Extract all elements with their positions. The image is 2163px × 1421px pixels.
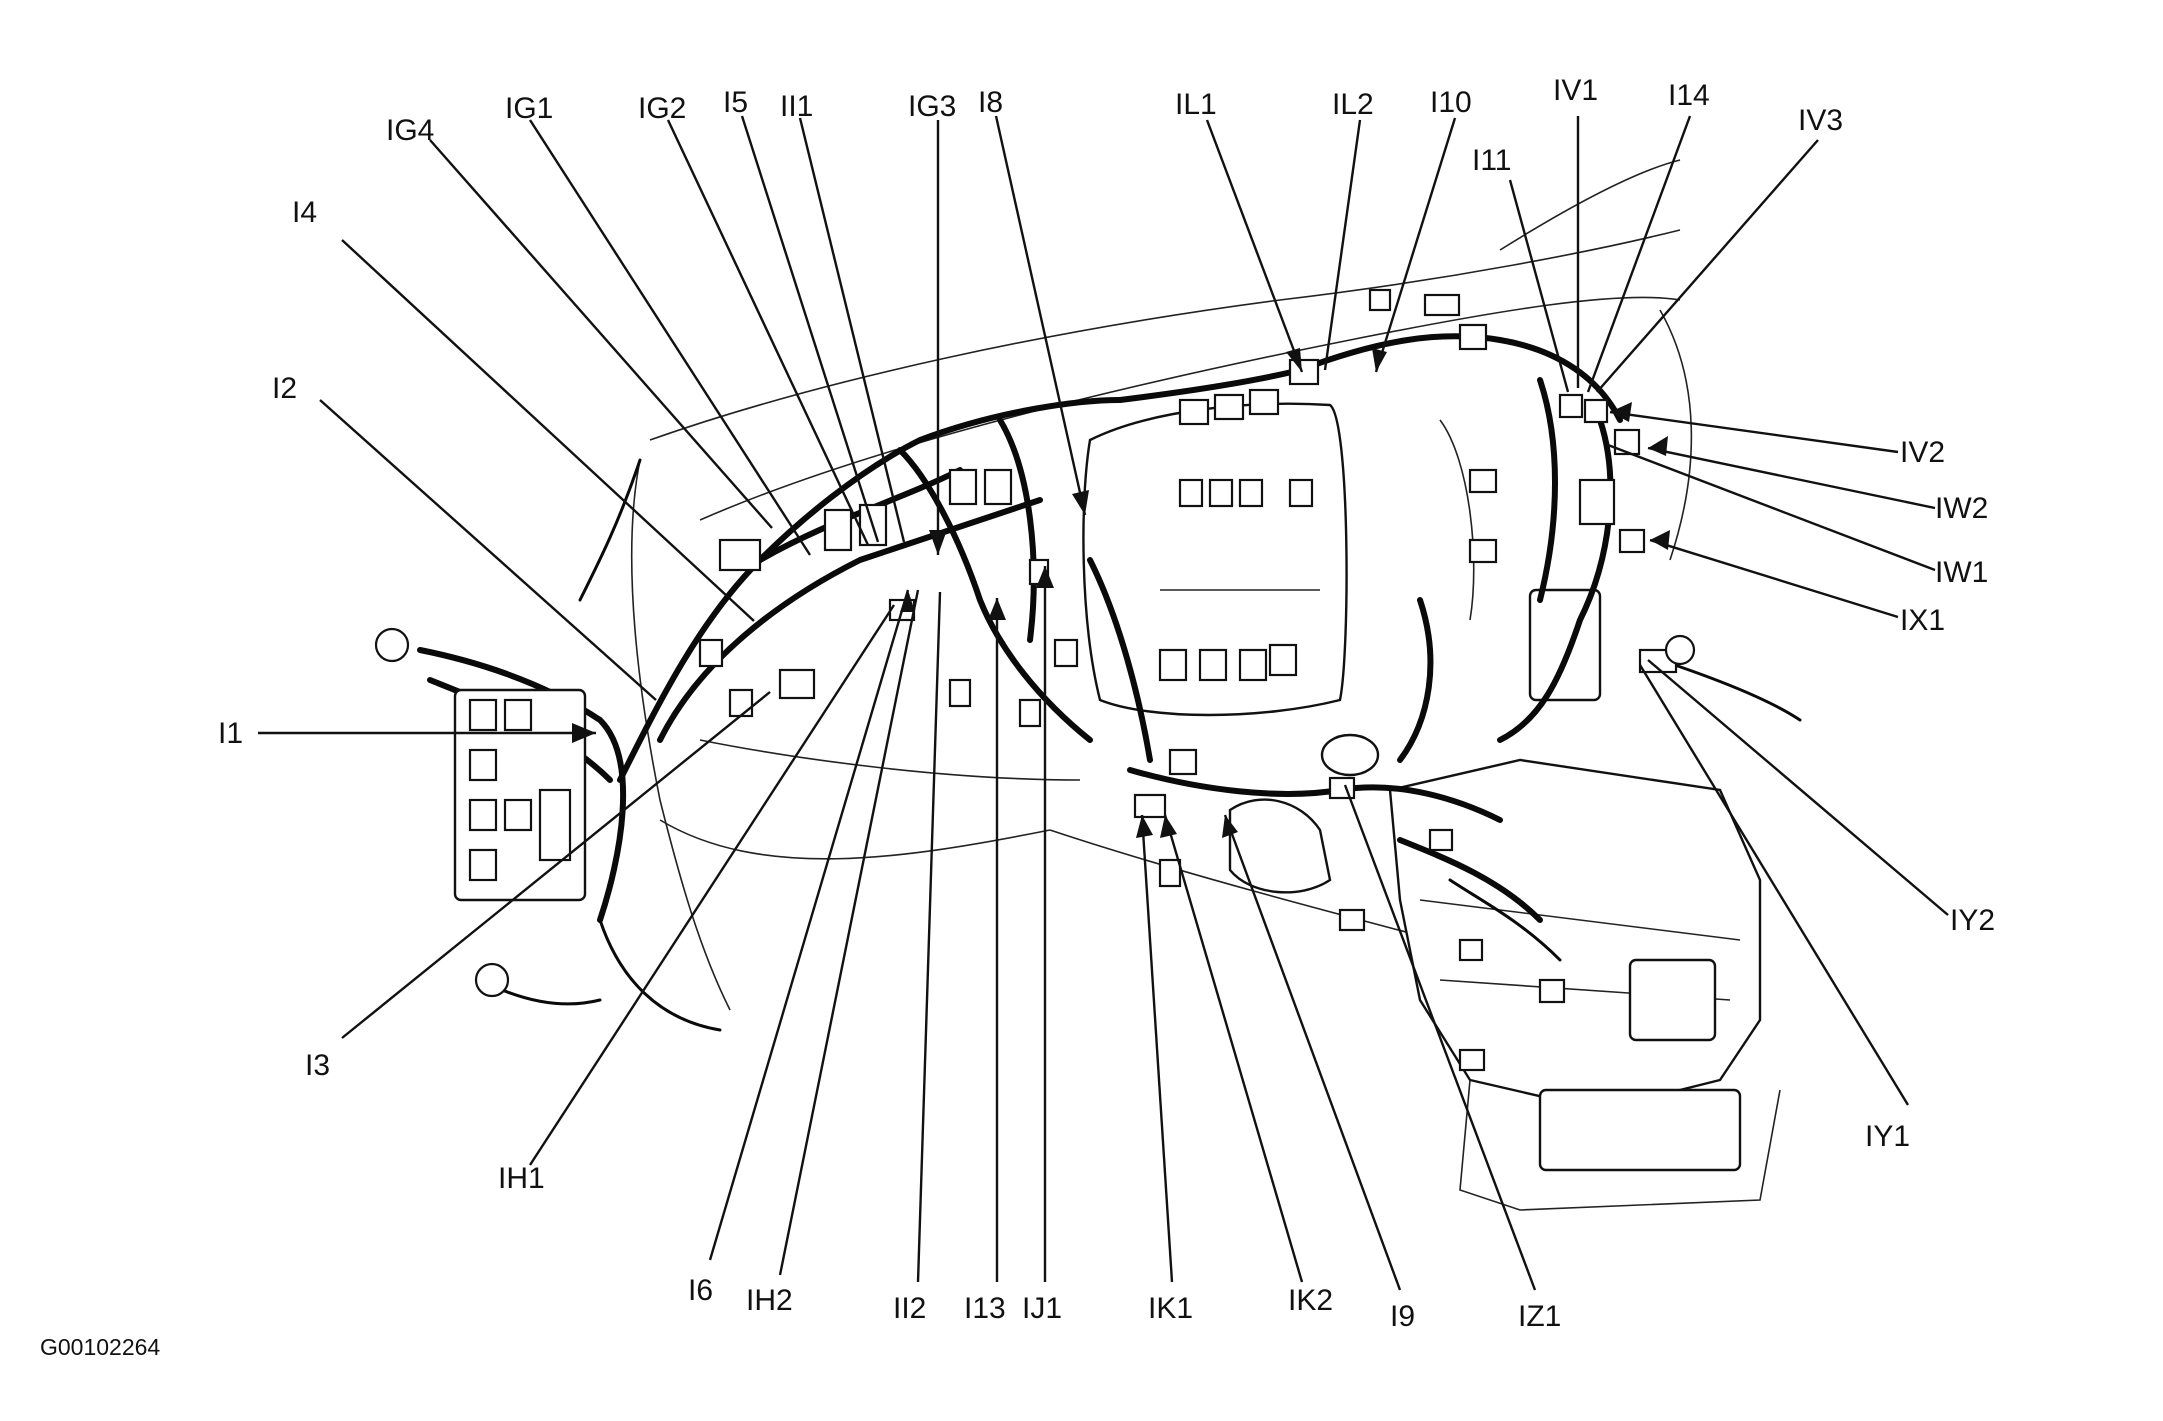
- vehicle-body-outline: [630, 159, 1781, 1211]
- leader-lines: [258, 115, 1949, 1291]
- label-IG1: IG1: [505, 92, 553, 125]
- label-IW2: IW2: [1935, 492, 1988, 525]
- label-I6: I6: [688, 1274, 713, 1307]
- label-IK1: IK1: [1148, 1292, 1193, 1325]
- connector-blocks: [374, 288, 1696, 1072]
- label-I9: I9: [1390, 1300, 1415, 1333]
- arrowheads: [572, 348, 1670, 838]
- connector-labels: IG4 IG1 IG2 I5 II1 IG3 I8 IL1 IL2 I10 I1…: [40, 74, 1995, 1360]
- label-I5: I5: [723, 86, 748, 119]
- label-IV1: IV1: [1553, 74, 1598, 107]
- figure-id: G00102264: [40, 1334, 160, 1360]
- label-IZ1: IZ1: [1518, 1300, 1561, 1333]
- label-IX1: IX1: [1900, 604, 1945, 637]
- label-IL1: IL1: [1175, 88, 1217, 121]
- label-IV3: IV3: [1798, 104, 1843, 137]
- label-IG2: IG2: [638, 92, 686, 125]
- label-IV2: IV2: [1900, 436, 1945, 469]
- instrument-panel: [1082, 402, 1602, 717]
- label-I4: I4: [292, 196, 317, 229]
- label-IL2: IL2: [1332, 88, 1374, 121]
- wire-harness: [417, 333, 1802, 1032]
- label-IG3: IG3: [908, 90, 956, 123]
- label-IH2: IH2: [746, 1284, 793, 1317]
- label-II1: II1: [780, 90, 813, 123]
- label-IY1: IY1: [1865, 1120, 1910, 1153]
- label-IY2: IY2: [1950, 904, 1995, 937]
- label-II2: II2: [893, 1292, 926, 1325]
- label-I8: I8: [978, 86, 1003, 119]
- label-I13: I13: [964, 1292, 1006, 1325]
- label-IJ1: IJ1: [1022, 1292, 1062, 1325]
- label-I3: I3: [305, 1049, 330, 1082]
- label-I10: I10: [1430, 86, 1472, 119]
- label-I1: I1: [218, 717, 243, 750]
- label-IK2: IK2: [1288, 1284, 1333, 1317]
- label-IW1: IW1: [1935, 556, 1988, 589]
- label-IG4: IG4: [386, 114, 434, 147]
- label-I14: I14: [1668, 79, 1710, 112]
- label-IH1: IH1: [498, 1162, 545, 1195]
- label-I11: I11: [1472, 144, 1511, 177]
- label-I2: I2: [272, 372, 297, 405]
